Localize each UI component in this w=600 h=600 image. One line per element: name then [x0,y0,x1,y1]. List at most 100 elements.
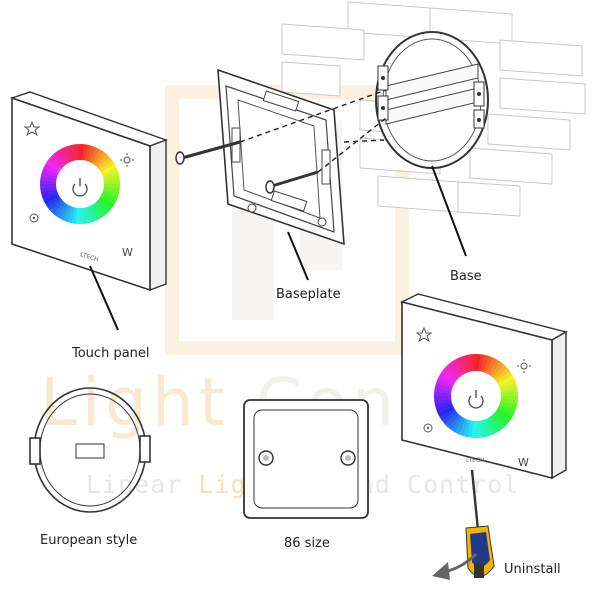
watermark-subtitle-part1: Linear [86,470,199,499]
color-ring-segment [103,184,120,189]
color-ring-segment [94,201,107,217]
color-ring-segment [95,200,110,214]
color-ring-segment [458,418,469,436]
color-ring-segment [96,154,110,169]
color-ring-segment [53,151,66,167]
watermark-subtitle-part3: And Control [326,470,520,499]
color-ring-segment [79,207,85,224]
color-ring-segment [444,364,460,380]
uninstall-arrow [432,552,478,580]
color-ring-segment [84,206,93,224]
color-ring-segment [75,144,81,161]
color-ring-segment [481,354,490,373]
color-ring-segment [463,354,471,373]
color-ring-segment [439,371,456,384]
power-icon [72,178,88,197]
color-ring-segment [496,408,513,421]
color-ring-segment [483,418,494,437]
color-ring-segment [500,391,519,397]
color-ring-segment [490,362,505,378]
color-ring-segment [67,206,76,224]
color-ring-segment [102,171,120,180]
color-ring-segment [439,408,456,421]
color-ring-segment [500,387,518,394]
color-ring-segment [486,417,497,435]
color-ring-segment [60,147,71,164]
color-ring-segment [434,387,452,394]
color-ring-segment [56,149,69,165]
european-style-label: European style [40,533,138,548]
color-ring-segment [492,412,508,428]
color-ring-segment [101,191,119,201]
color-ring-segment [499,383,518,391]
color-ring-segment [53,201,66,217]
color-ring-segment [97,157,113,170]
color-ring-segment [471,420,476,438]
color-ring-segment [84,144,93,162]
watermark-title-part1: Light [40,364,230,441]
callout-lines [89,165,467,331]
color-ring-segment [500,396,518,401]
color-ring-segment [75,207,80,224]
color-ring-segment [45,195,61,208]
color-ring-segment [100,193,117,205]
color-ring-segment [454,417,466,435]
star-icon [23,120,41,137]
color-ring-icon [40,144,120,224]
color-ring-segment [50,199,64,214]
color-ring-segment [47,198,63,211]
color-ring-segment [82,144,89,161]
color-ring-segment [434,395,452,401]
color-ring-segment [462,419,471,438]
brightness-icon-2 [517,359,531,373]
color-ring-segment [80,144,85,161]
color-ring-segment [478,420,485,438]
color-ring-segment [434,398,452,405]
color-ring-segment [41,167,59,177]
color-ring-segment [40,171,58,180]
color-ring-segment [442,367,458,382]
color-ring-segment [103,186,120,193]
color-ring-segment [486,357,498,375]
baseplate [217,68,345,246]
color-ring-segment [451,359,464,376]
color-ring-segment [101,167,119,177]
color-ring-segment [87,145,97,163]
fan-icon [29,213,39,223]
color-ring-segment [499,401,518,410]
color-ring-segment [494,367,511,382]
color-ring-segment [498,378,517,389]
color-ring-segment [490,414,505,431]
color-ring-segment [497,406,515,418]
color-ring-segment [467,420,474,438]
color-ring-segment [451,416,464,433]
color-ring-segment [94,151,107,167]
color-ring-segment [89,204,100,221]
color-ring-segment [494,410,510,425]
brightness-icon [120,153,134,167]
touch-panel-uninstall: LTECH W [400,293,568,480]
color-ring-segment [103,175,120,182]
touch-panel-label: Touch panel [72,346,150,361]
panel2-white-button-label: W [518,456,529,469]
color-ring-segment [497,375,515,386]
color-ring-segment [444,412,460,428]
color-ring-segment [441,410,458,425]
color-ring-segment [434,382,453,391]
color-ring-segment [476,354,481,372]
color-ring-segment [435,403,454,414]
uninstall-label: Uninstall [504,562,561,577]
color-ring-segment [455,357,466,375]
color-ring-segment [40,186,57,193]
color-ring-segment [43,193,60,204]
screw-lower [265,170,319,194]
color-ring-segment [447,361,462,378]
color-ring-segment [45,160,61,172]
color-ring-segment [436,378,454,389]
base-ring [375,31,489,169]
panel2-brand-label: LTECH [466,457,485,464]
color-ring-segment [496,371,513,384]
size-86-base [243,399,369,519]
color-ring-segment [488,416,501,433]
